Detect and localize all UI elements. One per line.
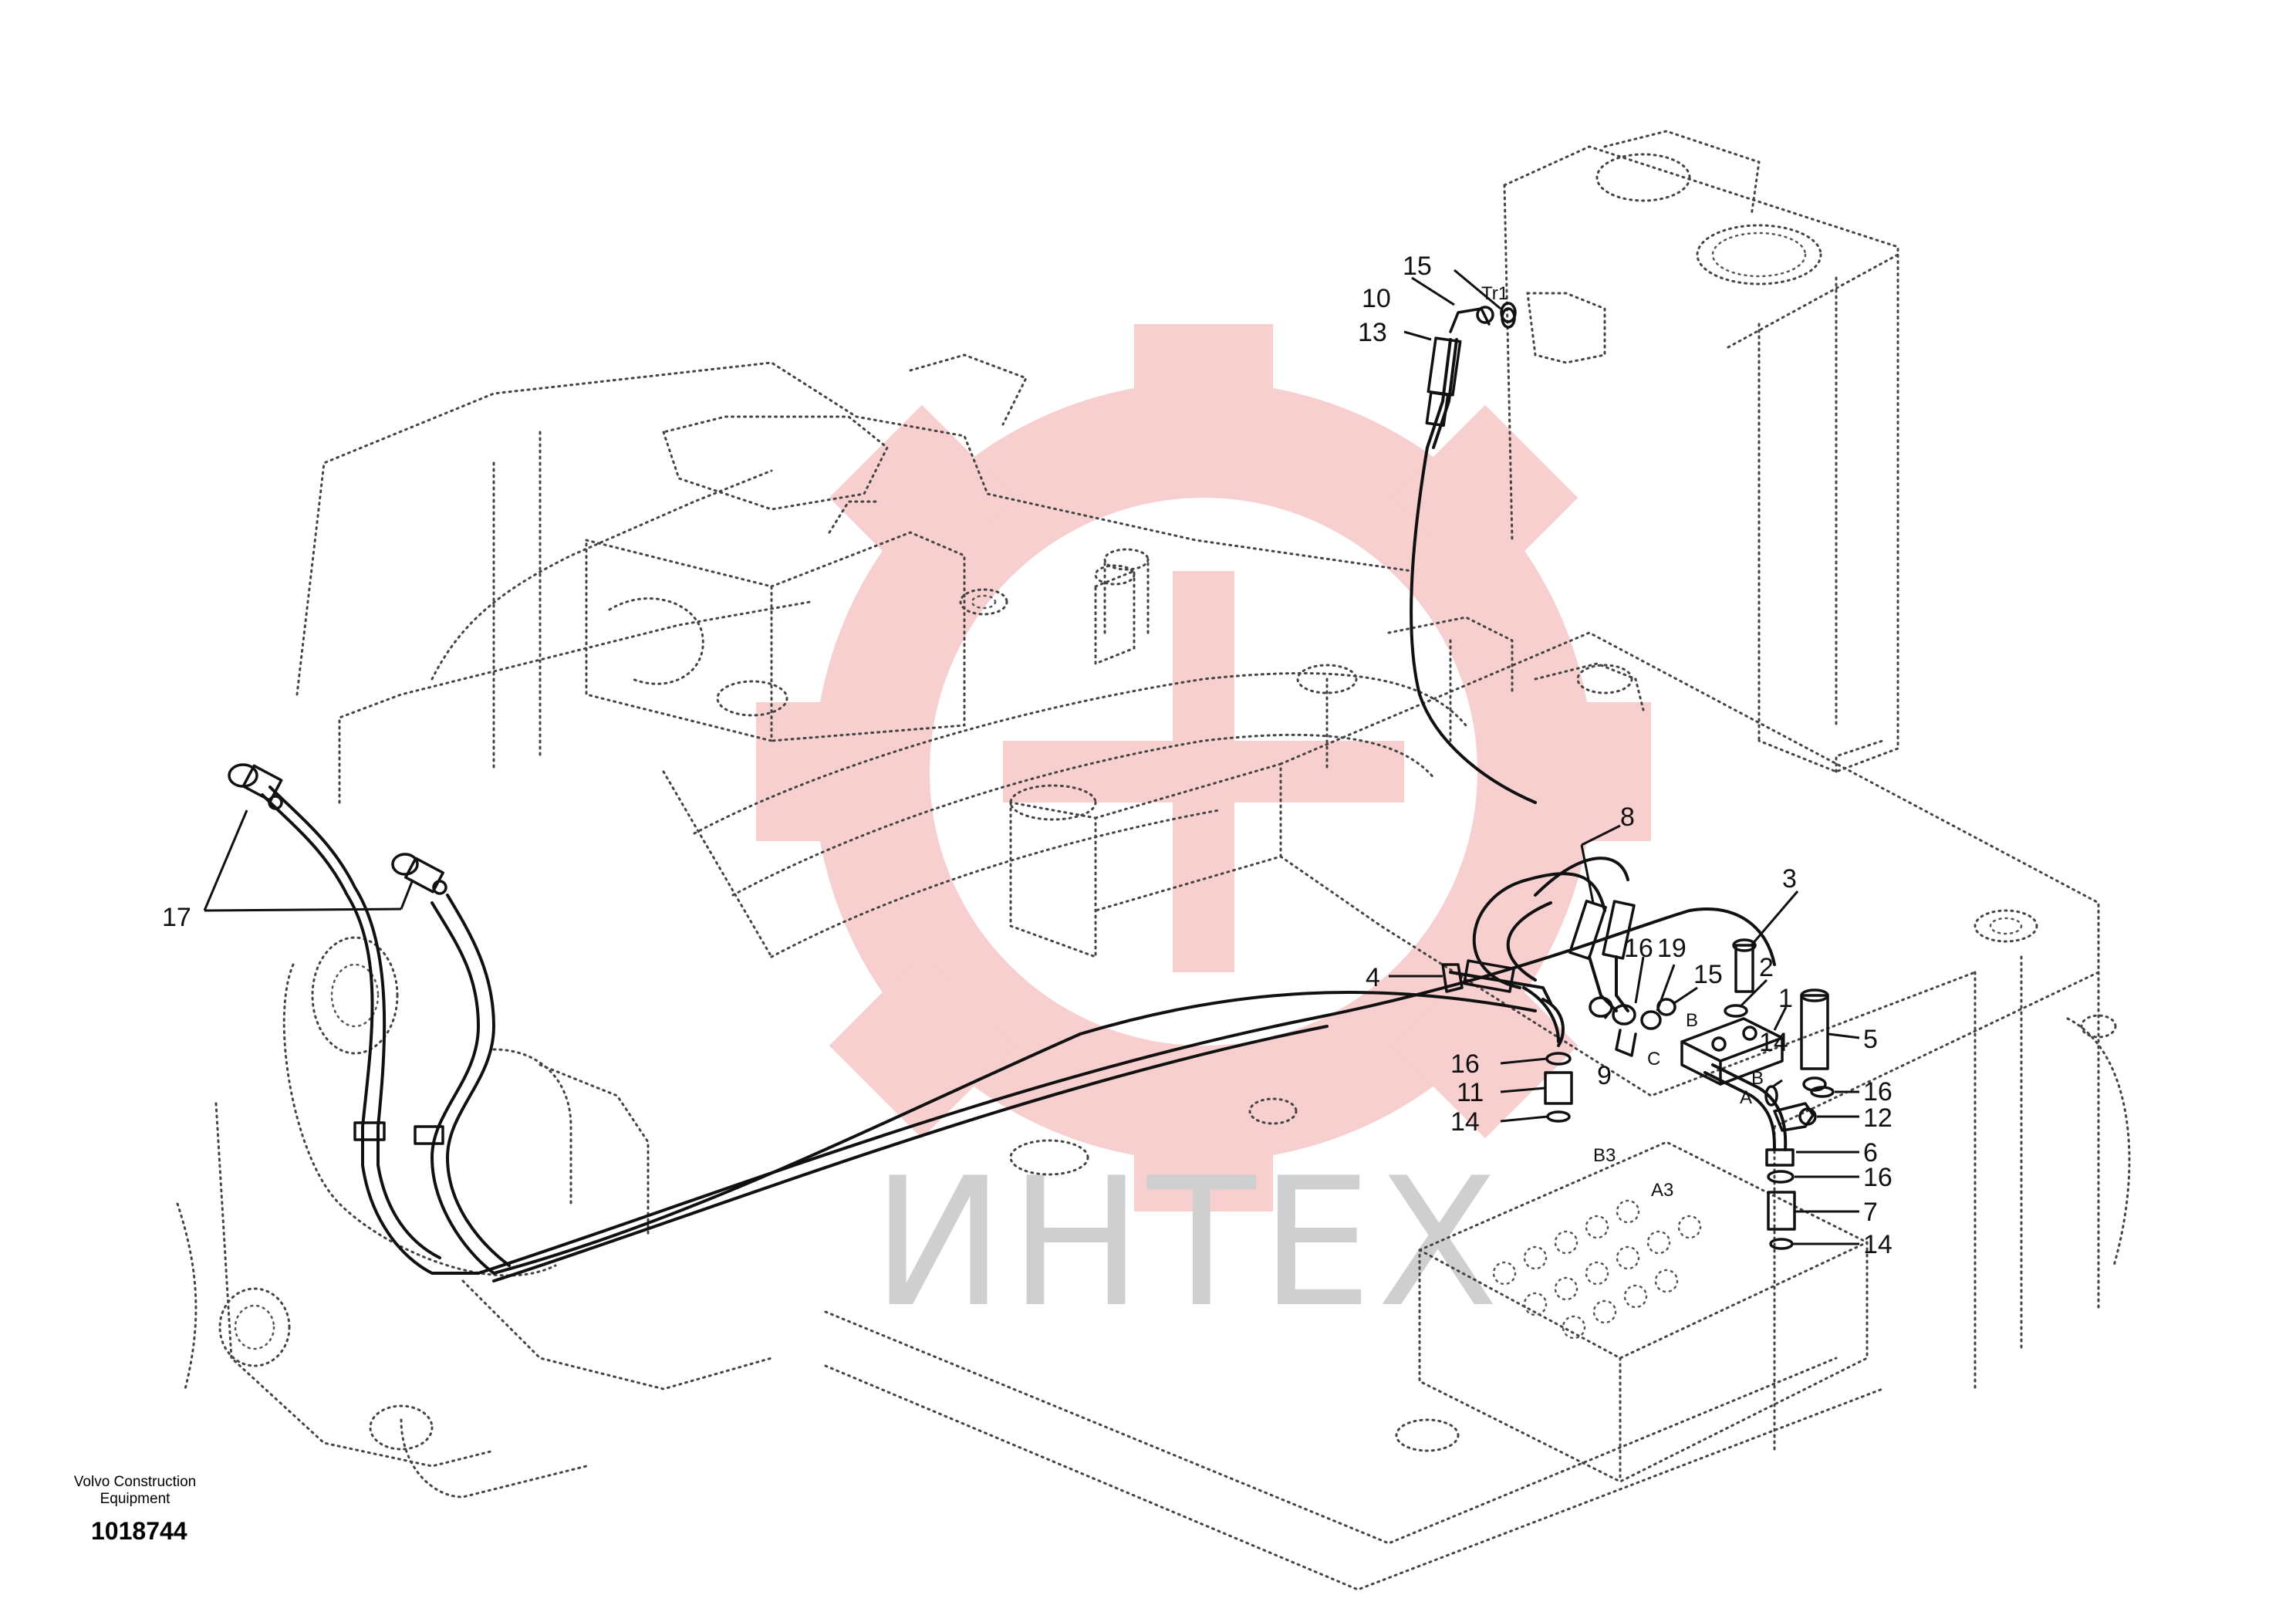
callout-labels: 15 10 13 17 8 3 4 16 19 15 2 1 5 14 16 1…: [162, 252, 1893, 1259]
callout-5: 5: [1863, 1025, 1878, 1054]
watermark-gear-logo: [756, 324, 1651, 1211]
callout-2: 2: [1759, 953, 1774, 982]
callout-11: 11: [1457, 1078, 1484, 1107]
callout-19: 19: [1657, 934, 1687, 963]
machine-frame-phantom: [176, 130, 2131, 1591]
port-labels: Tr1 B C B A B3 A3: [1481, 283, 1764, 1201]
tube-6: [1703, 1071, 1776, 1151]
fitting-17-a: [228, 763, 283, 810]
tube-9: [1541, 998, 1565, 1047]
valve-port-circles: [1492, 1199, 1702, 1340]
hoses-and-fittings: [228, 302, 1835, 1282]
leader-lines: [203, 269, 1860, 1245]
callout-14-b: 14: [1863, 1230, 1893, 1259]
watermark-text: ИНТЕХ: [872, 1140, 1503, 1347]
publisher-line-1: Volvo Construction: [73, 1474, 197, 1490]
publisher-line-2: Equipment: [100, 1491, 171, 1507]
callout-13: 13: [1358, 318, 1387, 347]
hose-long-upper: [477, 907, 1776, 1275]
callout-16-a: 16: [1624, 934, 1653, 963]
fitting-5: [1800, 994, 1829, 1070]
hose-4: [1449, 971, 1552, 1005]
port-label-c: C: [1647, 1049, 1660, 1070]
elbow-12: [1773, 1102, 1815, 1132]
elbow-10: [1449, 307, 1491, 333]
port-label-a3: A3: [1651, 1180, 1673, 1201]
callout-1: 1: [1778, 984, 1793, 1013]
callout-7: 7: [1863, 1198, 1878, 1227]
port-label-b-side: B: [1751, 1068, 1764, 1089]
callout-12: 12: [1863, 1103, 1893, 1133]
port-label-tr1: Tr1: [1481, 283, 1508, 304]
callout-8: 8: [1620, 803, 1635, 832]
drawing-number: 1018744: [91, 1517, 187, 1545]
port-label-a: A: [1740, 1087, 1752, 1108]
callout-16-c: 16: [1450, 1049, 1480, 1079]
callout-17: 17: [162, 903, 191, 932]
fitting-17-b: [391, 853, 447, 895]
hose-left-a: [261, 793, 480, 1275]
callout-3: 3: [1782, 864, 1797, 894]
port-label-b-top: B: [1686, 1010, 1698, 1031]
callout-10: 10: [1362, 284, 1391, 313]
bolt-3: [1734, 944, 1754, 993]
callout-18: 15: [1403, 252, 1432, 281]
hose-long-lower: [492, 991, 1537, 1275]
callout-15-b: 14: [1759, 1028, 1788, 1057]
callout-6: 6: [1863, 1138, 1878, 1168]
callout-15-a: 15: [1693, 960, 1723, 989]
callout-16-d: 16: [1863, 1163, 1893, 1192]
fitting-7: [1767, 1191, 1796, 1231]
callout-9: 9: [1597, 1061, 1612, 1090]
port-label-b3: B3: [1593, 1145, 1616, 1166]
hose-13: [1410, 338, 1537, 804]
callout-16-b: 16: [1863, 1077, 1893, 1107]
valve-block-1: [1680, 1017, 1784, 1086]
fitting-11: [1544, 1071, 1573, 1105]
callout-14-a: 14: [1450, 1107, 1480, 1137]
hose-8-loop-a: [1472, 872, 1606, 989]
callout-4: 4: [1366, 963, 1380, 992]
hose-left-b: [430, 901, 495, 1275]
